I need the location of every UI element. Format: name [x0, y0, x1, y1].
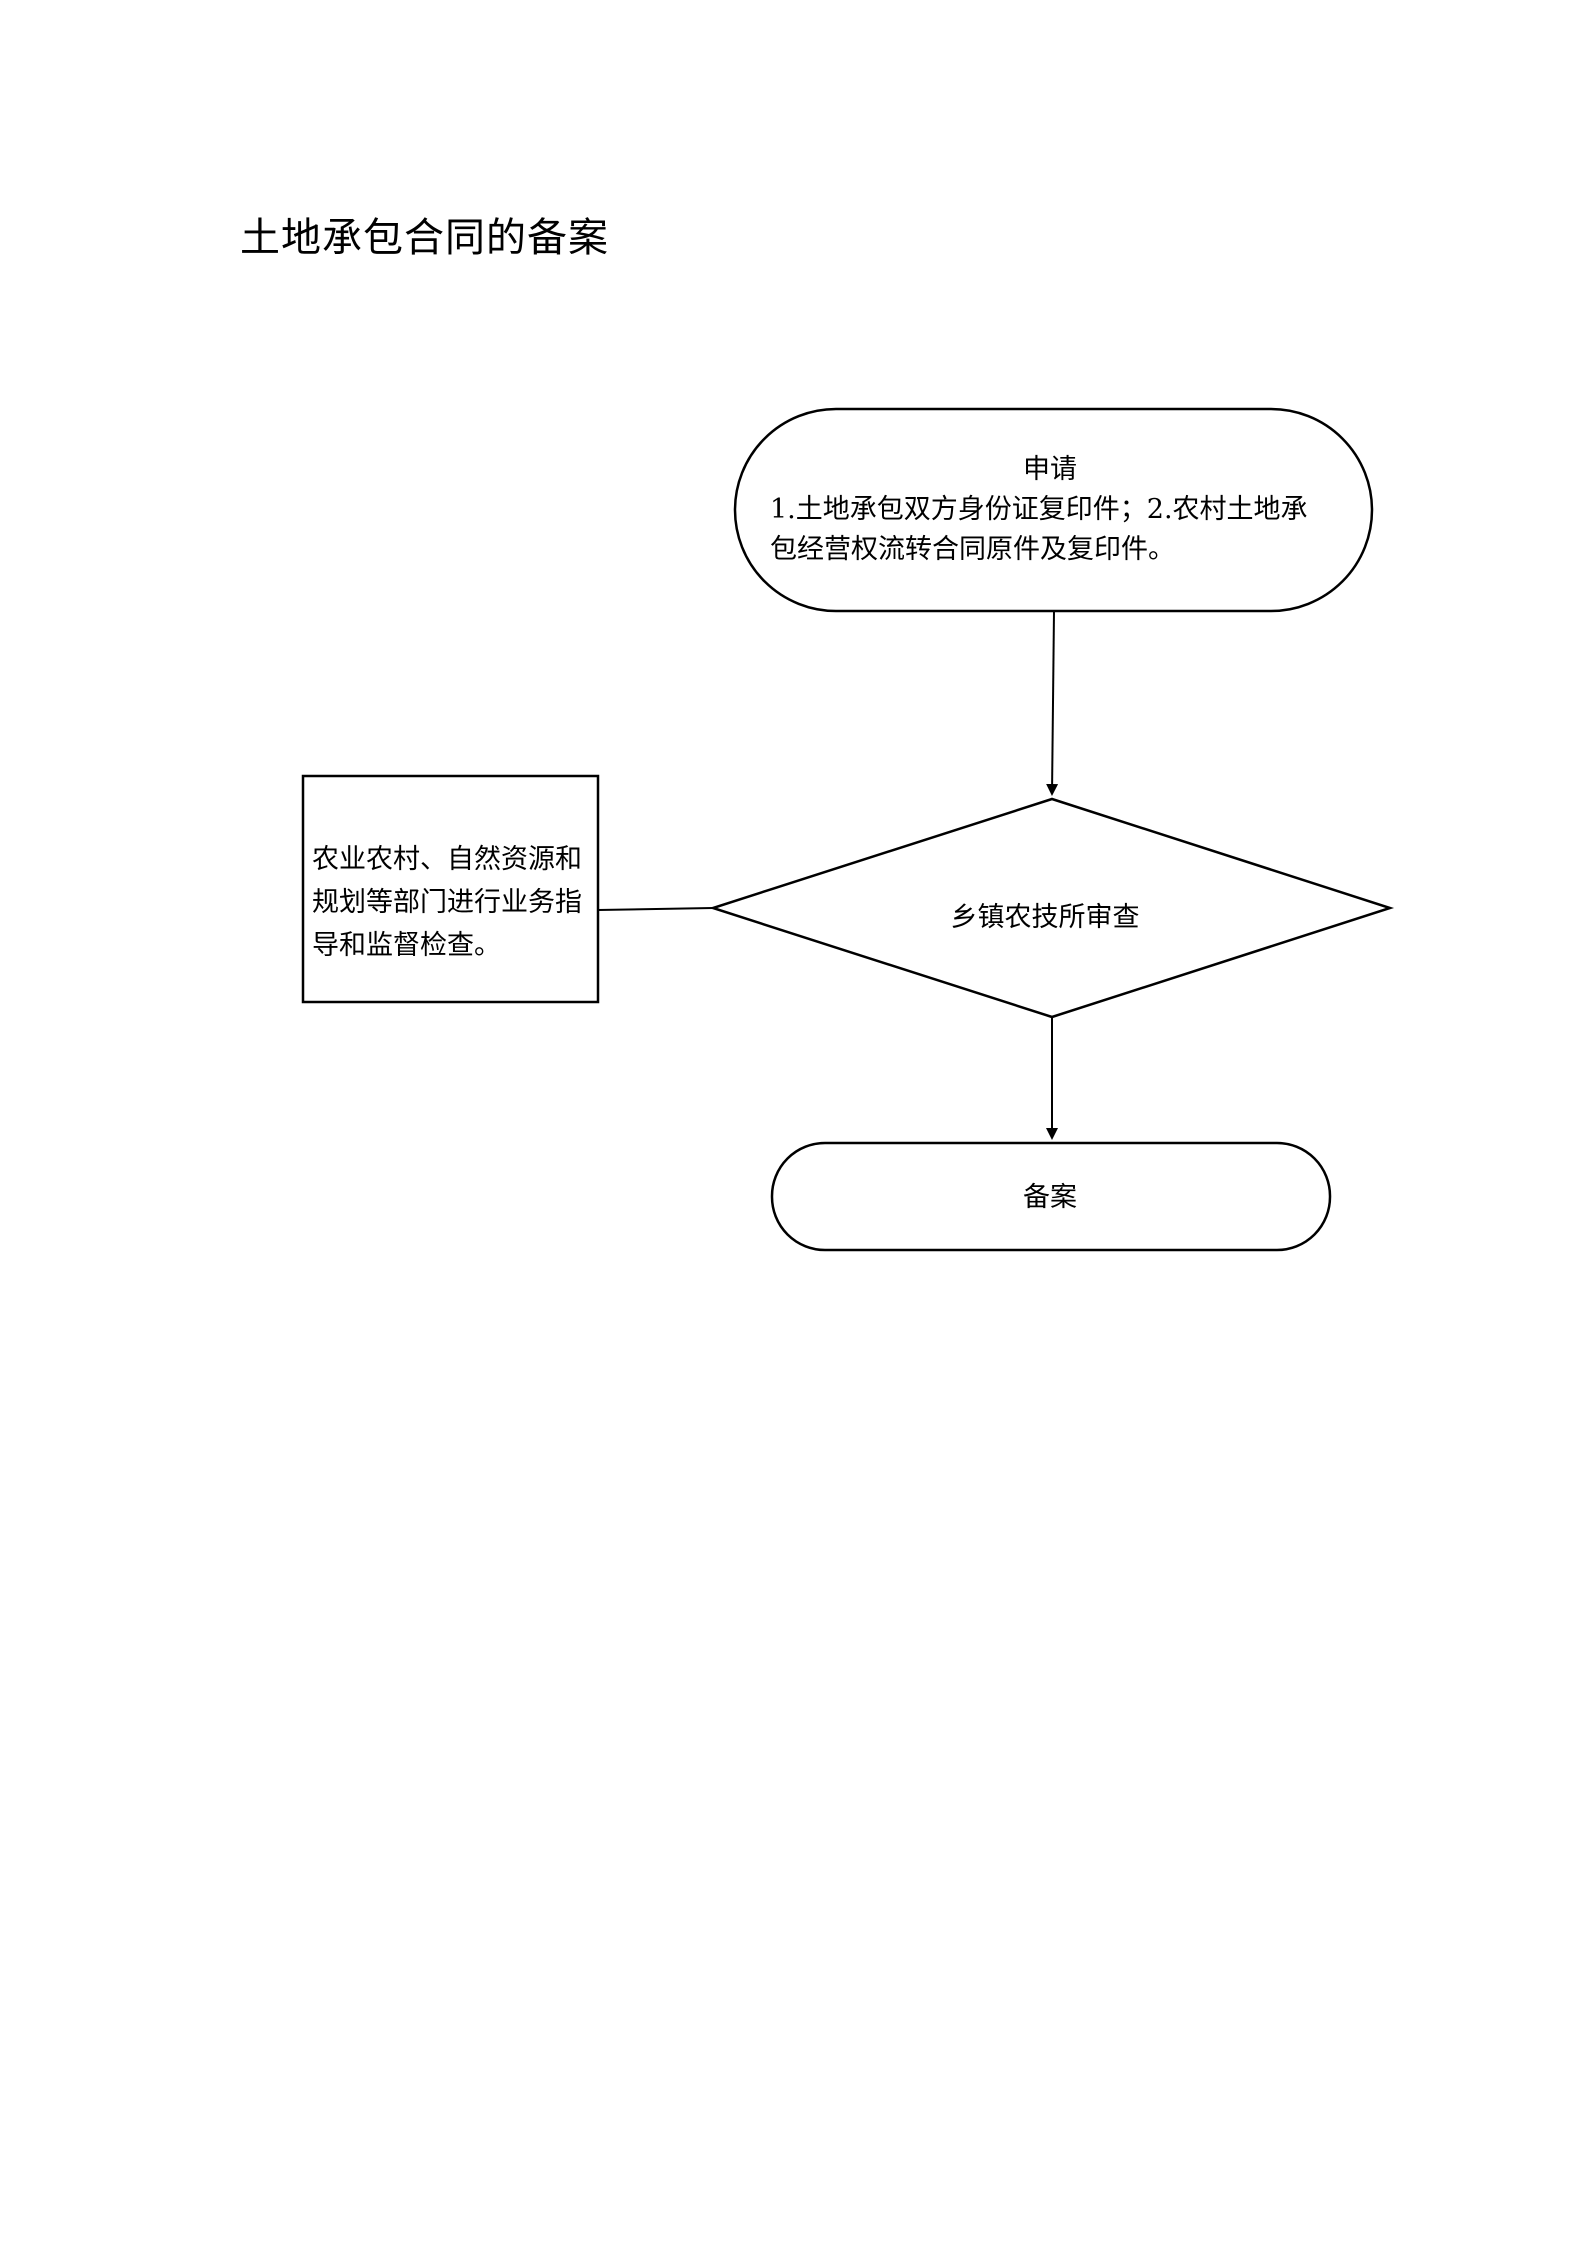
start-node-detail: 1.土地承包双方身份证复印件；2.农村土地承包经营权流转合同原件及复印件。 [770, 494, 1308, 565]
end-node-shape [770, 1141, 1332, 1252]
start-node-text: 申请 1.土地承包双方身份证复印件；2.农村土地承包经营权流转合同原件及复印件。 [770, 450, 1330, 570]
page-title: 土地承包合同的备案 [240, 215, 609, 261]
review-node-label: 乡镇农技所审查 [950, 902, 1140, 933]
edge-supervision-to-review [597, 907, 714, 911]
supervision-node-label: 农业农村、自然资源和规划等部门进行业务指导和监督检查。 [312, 844, 582, 961]
end-node-label: 备案 [1023, 1182, 1077, 1213]
start-node-heading: 申请 [1023, 454, 1077, 485]
supervision-node-shape [301, 774, 600, 1004]
edge-start-to-review [1046, 610, 1059, 796]
